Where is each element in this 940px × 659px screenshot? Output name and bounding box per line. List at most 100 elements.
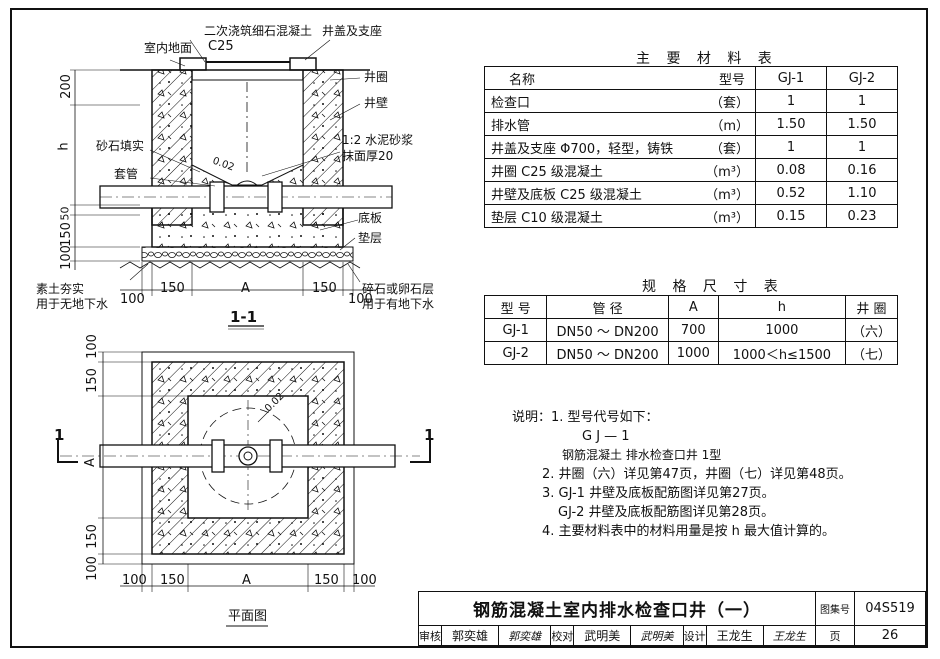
material-gj1: 0.15 xyxy=(755,204,827,228)
material-name: 井圈 C25 级混凝土 xyxy=(491,164,603,180)
specs-row: GJ-2 DN50 ～ DN200 1000 1000＜h≤1500 （七） xyxy=(483,341,899,365)
specs-table: 型 号 管 径 A h 井 圈 GJ-1 DN50 ～ DN200 700 10… xyxy=(483,295,899,365)
designer-name: 王龙生 xyxy=(705,625,764,646)
spec-a: 1000 xyxy=(667,341,719,365)
check-label: 校对 xyxy=(550,625,575,646)
c25-label: C25 xyxy=(208,39,234,54)
materials-header-gj1: GJ-1 xyxy=(755,66,827,90)
section-title: 1-1 xyxy=(230,308,258,326)
specs-row: GJ-1 DN50 ～ DN200 700 1000 （六） xyxy=(483,318,899,342)
plan-dim-150-left: 150 xyxy=(160,573,185,588)
dim-A: A xyxy=(241,281,250,296)
title-block: 钢筋混凝土室内排水检查口井（一） 图集号 04S519 审核 郭奕雄 郭奕雄 校… xyxy=(418,591,926,646)
material-gj1: 1.50 xyxy=(755,112,827,136)
materials-header-row: 名称 型号 GJ-1 GJ-2 xyxy=(484,66,898,90)
dim-100-vertical: 100 xyxy=(58,245,74,270)
note-3b: GJ-2 井壁及底板配筋图详见第28页。 xyxy=(558,505,775,520)
cushion-label: 垫层 xyxy=(358,231,383,245)
material-unit: （m³） xyxy=(705,164,749,180)
reviewer-name: 郭奕雄 xyxy=(441,625,499,646)
material-unit: （m） xyxy=(710,118,749,134)
material-gj2: 1 xyxy=(826,89,898,113)
checker-name: 武明美 xyxy=(573,625,632,646)
atlas-no: 04S519 xyxy=(854,591,926,626)
atlas-label: 图集号 xyxy=(815,591,855,626)
materials-header-model: 型号 xyxy=(718,72,745,88)
material-name: 井壁及底板 C25 级混凝土 xyxy=(491,187,642,203)
soil-label-1: 素土夯实 xyxy=(36,282,85,296)
material-name: 检查口 xyxy=(491,95,531,111)
sleeve-label: 套管 xyxy=(114,167,139,181)
design-label: 设计 xyxy=(682,625,707,646)
wall-label: 井壁 xyxy=(364,96,389,110)
specs-header-pipe: 管 径 xyxy=(546,295,669,319)
plan-dim-100-bottom: 100 xyxy=(84,556,100,581)
cut-mark-right: 1 xyxy=(424,426,435,444)
plan-dim-100-left: 100 xyxy=(122,573,147,588)
dim-150-left: 150 xyxy=(160,281,185,296)
dim-150-vertical: 150 xyxy=(58,222,74,247)
note-code: G J — 1 xyxy=(582,429,630,444)
dim-200: 200 xyxy=(58,74,74,99)
plan-dim-150-top: 150 xyxy=(84,368,100,393)
material-unit: （m³） xyxy=(705,210,749,226)
plan-view xyxy=(57,351,431,627)
designer-signature: 王龙生 xyxy=(762,625,817,646)
material-name: 垫层 C10 级混凝土 xyxy=(491,210,603,226)
material-gj1: 1 xyxy=(755,135,827,159)
specs-header-model: 型 号 xyxy=(483,295,548,319)
dim-100-right: 100 xyxy=(348,292,373,307)
review-label: 审核 xyxy=(418,625,442,646)
plan-dim-100-top: 100 xyxy=(84,334,100,359)
material-unit: （套） xyxy=(709,141,749,157)
note-2: 2. 井圈（六）详见第47页，井圈（七）详见第48页。 xyxy=(542,467,852,482)
stone-label-2: 用于有地下水 xyxy=(362,297,435,311)
stone-label-1: 碎石或卵石层 xyxy=(362,282,435,296)
plan-dim-150-right: 150 xyxy=(314,573,339,588)
checker-signature: 武明美 xyxy=(630,625,684,646)
gravel-fill-label: 砂石填实 xyxy=(96,139,145,153)
spec-ring: （七） xyxy=(844,341,899,365)
material-gj2: 1 xyxy=(826,135,898,159)
specs-header-a: A xyxy=(667,295,719,319)
material-gj2: 1.50 xyxy=(826,112,898,136)
spec-model: GJ-1 xyxy=(483,318,548,342)
materials-row: 检查口（套） 1 1 xyxy=(484,89,898,113)
concrete-pour-label: 二次浇筑细石混凝土 xyxy=(204,24,313,38)
spec-ring: （六） xyxy=(844,318,899,342)
materials-header-gj2: GJ-2 xyxy=(826,66,898,90)
material-gj2: 1.10 xyxy=(826,181,898,205)
note-code-desc: 钢筋混凝土 排水检查口井 1型 xyxy=(562,448,722,462)
material-gj1: 0.08 xyxy=(755,158,827,182)
cover-label: 井盖及支座 xyxy=(322,24,383,38)
material-gj1: 0.52 xyxy=(755,181,827,205)
soil-label-2: 用于无地下水 xyxy=(36,297,109,311)
materials-row: 井圈 C25 级混凝土（m³） 0.08 0.16 xyxy=(484,158,898,182)
drawing-title: 钢筋混凝土室内排水检查口井（一） xyxy=(418,591,816,626)
floor-label: 室内地面 xyxy=(144,41,193,55)
dim-150-right: 150 xyxy=(312,281,337,296)
drawing-frame xyxy=(10,8,928,648)
dim-100-left: 100 xyxy=(120,292,145,307)
material-name: 排水管 xyxy=(491,118,531,134)
materials-row: 垫层 C10 级混凝土 （m³） 0.15 0.23 xyxy=(484,204,898,228)
notes: 说明：1. 型号代号如下： G J — 1 钢筋混凝土 排水检查口井 1型 2.… xyxy=(512,408,852,541)
materials-row: 排水管 （m） 1.50 1.50 xyxy=(484,112,898,136)
spec-h: 1000＜h≤1500 xyxy=(717,341,846,365)
material-unit: （m³） xyxy=(705,187,749,203)
specs-header-h: h xyxy=(717,295,846,319)
specs-header-ring: 井 圈 xyxy=(844,295,899,319)
spec-pipe: DN50 ～ DN200 xyxy=(546,341,669,365)
mortar-label-2: 抹面厚20 xyxy=(342,149,394,163)
dim-50: 50 xyxy=(58,206,72,221)
materials-header-name: 名称 xyxy=(509,72,536,88)
note-1: 说明：1. 型号代号如下： xyxy=(512,410,659,425)
plan-title: 平面图 xyxy=(228,609,268,624)
note-3: 3. GJ-1 井壁及底板配筋图详见第27页。 xyxy=(542,486,775,501)
mortar-label-1: 1:2 水泥砂浆 xyxy=(342,133,414,147)
dim-h: h xyxy=(56,142,72,151)
plan-dim-150-bottom: 150 xyxy=(84,524,100,549)
materials-table: 名称 型号 GJ-1 GJ-2 检查口（套） 1 1 排水管（m） 1.50 1… xyxy=(484,66,898,228)
material-gj2: 0.23 xyxy=(826,204,898,228)
